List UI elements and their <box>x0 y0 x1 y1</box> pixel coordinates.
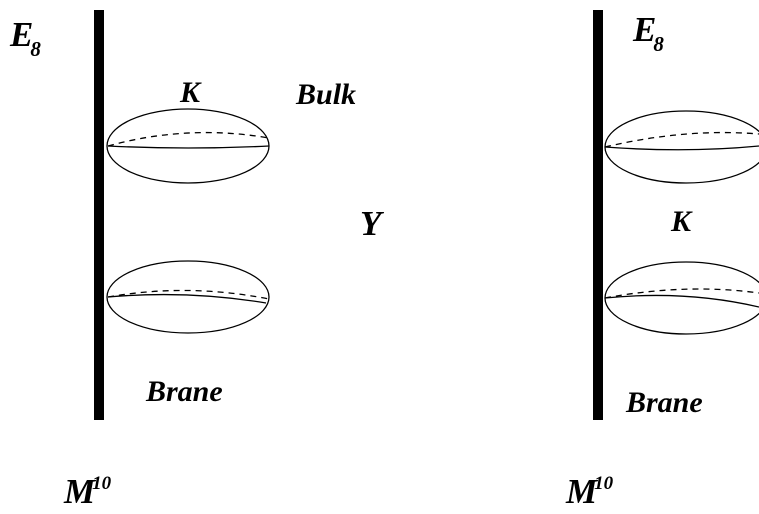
right-brane-line <box>593 10 603 420</box>
right-upper-ellipse-back-arc <box>604 131 759 148</box>
right-group-label: E8 <box>633 10 664 55</box>
left-upper-ellipse-front-arc <box>107 145 270 149</box>
right-upper-ellipse <box>604 110 759 184</box>
right-lower-ellipse-front-arc <box>604 294 759 308</box>
right-group-subscript: 8 <box>653 32 664 56</box>
left-spacetime-main: M <box>64 472 96 511</box>
middle-y-label: Y <box>360 204 382 243</box>
right-upper-ellipse-front-arc <box>604 145 759 151</box>
right-spacetime-label: M10 <box>566 474 613 509</box>
left-lower-ellipse <box>106 260 270 334</box>
right-brane-label: Brane <box>626 386 703 419</box>
left-brane-line <box>94 10 104 420</box>
left-upper-ellipse <box>106 108 270 184</box>
left-lower-ellipse-back-arc <box>107 289 270 300</box>
right-spacetime-main: M <box>566 472 598 511</box>
left-upper-ellipse-back-arc <box>107 131 270 147</box>
right-fiber-label: K <box>671 205 692 238</box>
left-group-label: E8 <box>10 15 41 60</box>
left-spacetime-superscript: 10 <box>92 473 112 494</box>
left-group-subscript: 8 <box>30 37 41 61</box>
left-fiber-label: K <box>180 76 201 109</box>
right-group-main: E <box>633 10 657 49</box>
left-group-main: E <box>10 15 34 54</box>
right-lower-ellipse <box>604 261 759 335</box>
right-lower-ellipse-back-arc <box>604 288 759 299</box>
left-bulk-label: Bulk <box>296 78 357 111</box>
left-spacetime-label: M10 <box>64 474 111 509</box>
left-brane-label: Brane <box>146 375 223 408</box>
left-lower-ellipse-front-arc <box>107 293 267 304</box>
right-spacetime-superscript: 10 <box>594 473 614 494</box>
